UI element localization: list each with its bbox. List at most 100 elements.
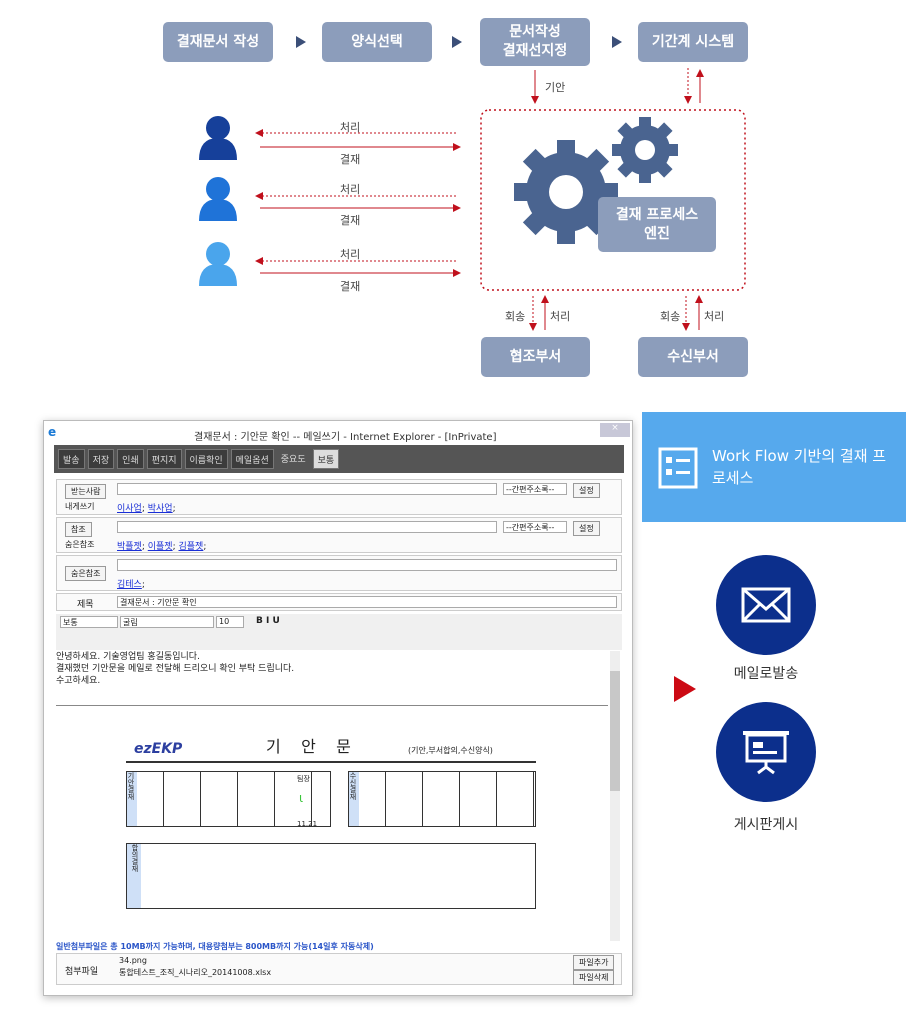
flow-arrows <box>199 68 746 331</box>
scrollbar[interactable] <box>610 651 620 941</box>
to-input[interactable] <box>117 483 497 495</box>
bcc-row: 숨은참조 김테스; <box>56 555 622 591</box>
recipient-link[interactable]: 박사업 <box>147 504 173 514</box>
step-legacy: 기간계 시스템 <box>638 22 748 62</box>
recipient-link[interactable]: 박플젯 <box>117 542 142 552</box>
delete-file-button[interactable]: 파일삭제 <box>573 970 615 985</box>
add-file-button[interactable]: 파일추가 <box>573 955 615 970</box>
cc-input[interactable] <box>117 521 497 533</box>
to-row: 받는사람 내게쓰기 --간편주소록-- 설정 이사업; 박사업; <box>56 479 622 515</box>
approver-date: 11.21 <box>297 820 318 828</box>
receive-approval-table: 수신결재 <box>348 771 536 827</box>
step-approval-line: 문서작성 결재선지정 <box>480 18 590 66</box>
lane-process-label: 처리 <box>340 121 361 134</box>
envelope-icon <box>741 587 791 623</box>
attach-row: 첨부파일 34.png 통합테스트_조직_시나리오_20141008.xlsx … <box>56 953 622 985</box>
return-label: 회송 <box>660 310 681 323</box>
style-select[interactable]: 보통 <box>60 616 118 628</box>
arrow-right-icon <box>612 36 622 48</box>
mail-send-circle <box>716 555 816 655</box>
mail-options-button[interactable]: 메일옵션 <box>230 449 274 469</box>
attach-notice: 일반첨부파일은 총 10MB까지 가능하며, 대용량첨부는 800MB까지 가능… <box>56 942 374 951</box>
cc-addressbook-select[interactable]: --간편주소록-- <box>503 521 567 533</box>
lane-process-label: 처리 <box>340 183 361 196</box>
approver-role: 팀장 <box>297 775 310 783</box>
cooperation-dept: 협조부서 <box>481 337 590 377</box>
importance-label: 중요도 <box>280 455 306 465</box>
self-checkbox[interactable]: 내게쓰기 <box>65 502 95 511</box>
close-icon[interactable]: × <box>600 423 630 437</box>
bcc-toggle[interactable]: 숨은참조 <box>65 540 95 549</box>
recipient-link[interactable]: 김테스 <box>117 580 142 590</box>
lane-approve-label: 결재 <box>340 280 361 293</box>
presentation-board-icon <box>743 731 789 775</box>
ie-icon: e <box>48 425 57 439</box>
to-set-button[interactable]: 설정 <box>573 483 600 498</box>
window-title: 결재문서 : 기안문 확인 -- 메일쓰기 - Internet Explore… <box>194 432 497 443</box>
editor-toolbar: 보통 굴림 10 B I U <box>56 614 622 650</box>
mail-send-label: 메일로발송 <box>733 666 799 682</box>
font-select[interactable]: 굴림 <box>120 616 214 628</box>
process-label: 처리 <box>550 310 571 323</box>
person-icon <box>199 177 237 221</box>
engine-label: 결재 프로세스 엔진 <box>598 197 716 252</box>
bold-icon[interactable]: B I U <box>256 616 280 626</box>
lane-approve-label: 결재 <box>340 153 361 166</box>
recipient-link[interactable]: 김플젯 <box>178 542 204 552</box>
banner-title: Work Flow 기반의 결재 프로세스 <box>712 447 887 487</box>
person-icon <box>199 116 237 160</box>
size-select[interactable]: 10 <box>216 616 244 628</box>
board-post-label: 게시판게시 <box>733 817 799 833</box>
print-button[interactable]: 인쇄 <box>117 449 144 469</box>
stationery-button[interactable]: 편지지 <box>146 449 182 469</box>
bcc-button[interactable]: 숨은참조 <box>65 566 107 581</box>
to-button[interactable]: 받는사람 <box>65 484 107 499</box>
doc-subtitle: (기안,부서합의,수신양식) <box>408 746 493 755</box>
draft-document: ezEKP 기 안 문 (기안,부서합의,수신양식) 기안결재 팀장 ɩ 11.… <box>126 737 536 941</box>
cc-set-button[interactable]: 설정 <box>573 521 600 536</box>
arrow-right-icon <box>296 36 306 48</box>
draft-label: 기안 <box>545 81 566 94</box>
draft-approval-table: 기안결재 팀장 ɩ 11.21 <box>126 771 331 828</box>
send-button[interactable]: 발송 <box>58 449 85 469</box>
board-post-circle <box>716 702 816 802</box>
cc-button[interactable]: 참조 <box>65 522 92 537</box>
receiving-dept: 수신부서 <box>638 337 748 377</box>
body-line: 수고하세요. <box>56 676 101 686</box>
gear-icon <box>514 117 678 244</box>
editor-body[interactable]: 안녕하세요. 기술영업팀 홍길동입니다. 결재했던 기안문을 메일로 전달해 드… <box>56 651 608 941</box>
subject-input[interactable]: 결재문서 : 기안문 확인 <box>117 596 617 608</box>
process-label: 처리 <box>704 310 725 323</box>
person-icon <box>199 242 237 286</box>
clipboard-icon <box>658 447 698 489</box>
importance-select[interactable]: 보통 <box>312 449 340 469</box>
workflow-banner: Work Flow 기반의 결재 프로세스 <box>642 412 906 522</box>
signature: ɩ <box>299 791 304 805</box>
attached-file[interactable]: 통합테스트_조직_시나리오_20141008.xlsx <box>119 968 272 977</box>
lane-approve-label: 결재 <box>340 214 361 227</box>
attach-label: 첨부파일 <box>65 967 99 977</box>
arrow-right-icon <box>452 36 462 48</box>
doc-title: 기 안 문 <box>266 737 351 756</box>
step-write: 결재문서 작성 <box>163 22 273 62</box>
attached-file[interactable]: 34.png <box>119 956 147 965</box>
subject-row: 제목 결재문서 : 기안문 확인 <box>56 593 622 611</box>
check-names-button[interactable]: 이름확인 <box>184 449 228 469</box>
recipient-link[interactable]: 이사업 <box>117 504 142 514</box>
agreement-table: 합의결재 <box>126 843 536 909</box>
toolbar: 발송 저장 인쇄 편지지 이름확인 메일옵션 중요도 보통 <box>54 445 624 473</box>
recipient-link[interactable]: 이플젯 <box>147 542 173 552</box>
subject-label: 제목 <box>77 600 94 610</box>
step-form: 양식선택 <box>322 22 432 62</box>
save-button[interactable]: 저장 <box>87 449 115 469</box>
lane-process-label: 처리 <box>340 248 361 261</box>
ezekp-logo: ezEKP <box>134 741 183 757</box>
return-label: 회송 <box>505 310 526 323</box>
to-addressbook-select[interactable]: --간편주소록-- <box>503 483 567 495</box>
bcc-input[interactable] <box>117 559 617 571</box>
arrow-right-icon <box>674 676 696 702</box>
body-line: 안녕하세요. 기술영업팀 홍길동입니다. <box>56 652 200 662</box>
mail-window: e 결재문서 : 기안문 확인 -- 메일쓰기 - Internet Explo… <box>43 420 633 996</box>
body-line: 결재했던 기안문을 메일로 전달해 드리오니 확인 부탁 드립니다. <box>56 664 295 674</box>
cc-row: 참조 숨은참조 --간편주소록-- 설정 박플젯; 이플젯; 김플젯; <box>56 517 622 553</box>
